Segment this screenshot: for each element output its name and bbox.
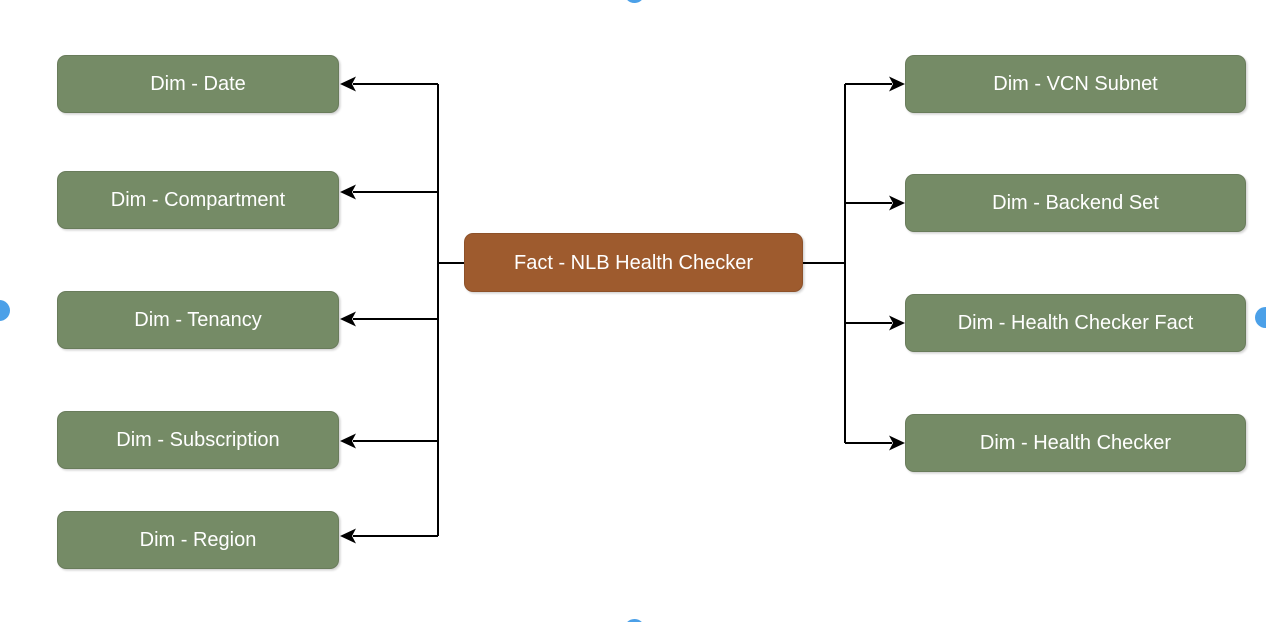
dim-node-tenancy-label: Dim - Tenancy [134,309,262,331]
edge-fact-to-dim-date[interactable] [340,76,438,92]
edge-fact-to-dim-health-checker[interactable] [845,435,905,451]
edge-fact-to-dim-subscription[interactable] [340,433,438,449]
dim-node-health-checker[interactable]: Dim - Health Checker [905,414,1246,472]
edge-right-trunk[interactable] [803,84,846,443]
canvas-handle-left[interactable] [0,300,10,321]
dim-node-health-checker-label: Dim - Health Checker [979,432,1172,454]
dim-node-backend-set-label: Dim - Backend Set [992,192,1159,214]
edge-left-trunk[interactable] [437,84,464,536]
dim-node-subscription-label: Dim - Subscription [116,429,280,451]
dim-node-region[interactable]: Dim - Region [57,511,339,569]
dim-node-compartment-label: Dim - Compartment [110,189,286,211]
canvas-handle-bottom[interactable] [624,619,645,622]
canvas-handle-top[interactable] [624,0,645,3]
dim-node-compartment[interactable]: Dim - Compartment [57,171,339,229]
dim-node-region-label: Dim - Region [139,529,257,551]
canvas-handle-right[interactable] [1255,307,1266,328]
dim-node-health-checker-fact-label: Dim - Health Checker Fact [957,312,1194,334]
dim-node-date-label: Dim - Date [150,73,246,95]
edge-fact-to-dim-backend-set[interactable] [845,195,905,211]
dim-node-subscription[interactable]: Dim - Subscription [57,411,339,469]
dim-node-backend-set[interactable]: Dim - Backend Set [905,174,1246,232]
fact-node-nlb-health-checker[interactable]: Fact - NLB Health Checker [464,233,803,292]
dim-node-vcn-subnet[interactable]: Dim - VCN Subnet [905,55,1246,113]
dim-node-vcn-subnet-label: Dim - VCN Subnet [993,73,1158,95]
edge-fact-to-dim-health-checker-fact[interactable] [845,315,905,331]
fact-node-label: Fact - NLB Health Checker [514,251,753,274]
dim-node-tenancy[interactable]: Dim - Tenancy [57,291,339,349]
edge-fact-to-dim-region[interactable] [340,528,438,544]
edge-fact-to-dim-compartment[interactable] [340,184,438,200]
dim-node-date[interactable]: Dim - Date [57,55,339,113]
dim-node-health-checker-fact[interactable]: Dim - Health Checker Fact [905,294,1246,352]
edge-fact-to-dim-vcn-subnet[interactable] [845,76,905,92]
edge-fact-to-dim-tenancy[interactable] [340,311,438,327]
